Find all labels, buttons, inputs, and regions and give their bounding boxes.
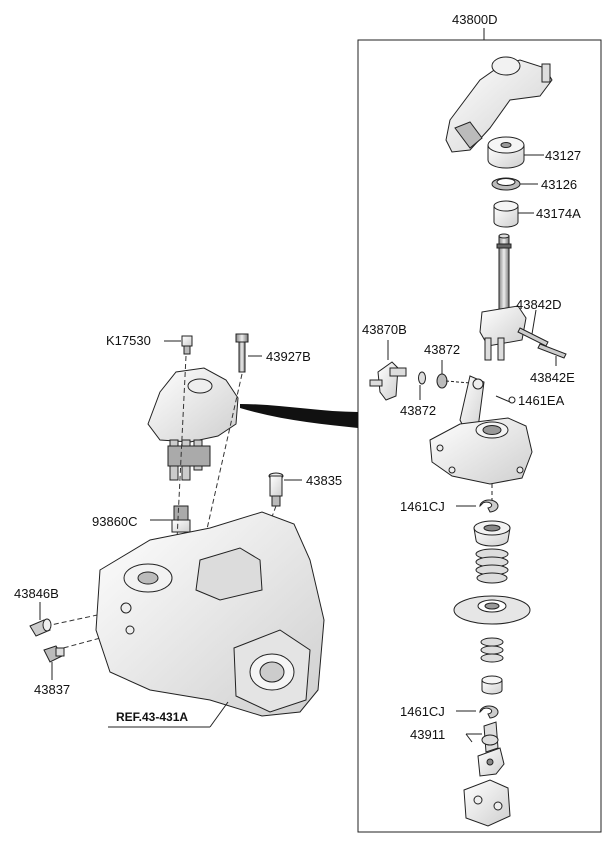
label-93860C: 93860C xyxy=(92,514,138,529)
label-43174A: 43174A xyxy=(536,206,581,221)
callout-wedge xyxy=(240,404,358,428)
label-43835: 43835 xyxy=(306,473,343,488)
bracket-43870B xyxy=(369,361,407,401)
label-ref: REF.43-431A xyxy=(116,710,189,724)
bushing-43127 xyxy=(487,136,525,169)
label-1461EA: 1461EA xyxy=(518,393,565,408)
label-43837: 43837 xyxy=(34,682,71,697)
seal-43126 xyxy=(491,177,521,191)
detent-holder xyxy=(477,747,505,777)
label-1461CJ-bottom: 1461CJ xyxy=(400,704,445,719)
retainer-cup xyxy=(473,520,511,547)
spring-small xyxy=(480,637,504,663)
washer-43872-a xyxy=(418,371,426,385)
label-43927B: 43927B xyxy=(266,349,311,364)
label-43870B: 43870B xyxy=(362,322,407,337)
assembly-frame xyxy=(357,28,602,833)
sensor-93860C xyxy=(171,505,191,533)
label-43872-bottom: 43872 xyxy=(400,403,437,418)
clip-1461CJ-top xyxy=(479,499,499,513)
label-43126: 43126 xyxy=(541,177,578,192)
bolt-43846B xyxy=(29,618,52,637)
label-43127: 43127 xyxy=(545,148,582,163)
ref-leader xyxy=(108,701,229,728)
select-lever xyxy=(459,375,485,437)
label-43846B: 43846B xyxy=(14,586,59,601)
transmission-case xyxy=(95,511,325,717)
bushing-43174A xyxy=(493,200,519,228)
shift-lever-bracket xyxy=(445,56,553,153)
spring-seat-disk xyxy=(453,595,531,625)
bolt-43927B xyxy=(235,333,249,373)
detent-housing xyxy=(463,779,511,827)
label-43872-top: 43872 xyxy=(424,342,461,357)
pin-43842E xyxy=(537,343,567,359)
clip-1461CJ-bottom xyxy=(479,705,499,719)
plug-43835 xyxy=(268,472,284,507)
spring-large xyxy=(475,548,509,584)
shift-cover-assembly xyxy=(147,367,239,481)
detent-spring-43911 xyxy=(481,721,499,753)
small-bushing xyxy=(481,675,503,695)
shift-finger xyxy=(479,305,527,361)
label-43911: 43911 xyxy=(410,727,446,742)
shift-shaft xyxy=(496,233,512,317)
label-43800D: 43800D xyxy=(452,12,498,27)
label-K17530: K17530 xyxy=(106,333,151,348)
label-43842D: 43842D xyxy=(516,297,562,312)
washer-43872-b xyxy=(436,373,448,389)
plug-43837 xyxy=(43,645,65,663)
label-1461CJ-top: 1461CJ xyxy=(400,499,445,514)
housing-cover xyxy=(429,417,533,485)
plug-K17530 xyxy=(181,335,193,355)
label-43842E: 43842E xyxy=(530,370,575,385)
